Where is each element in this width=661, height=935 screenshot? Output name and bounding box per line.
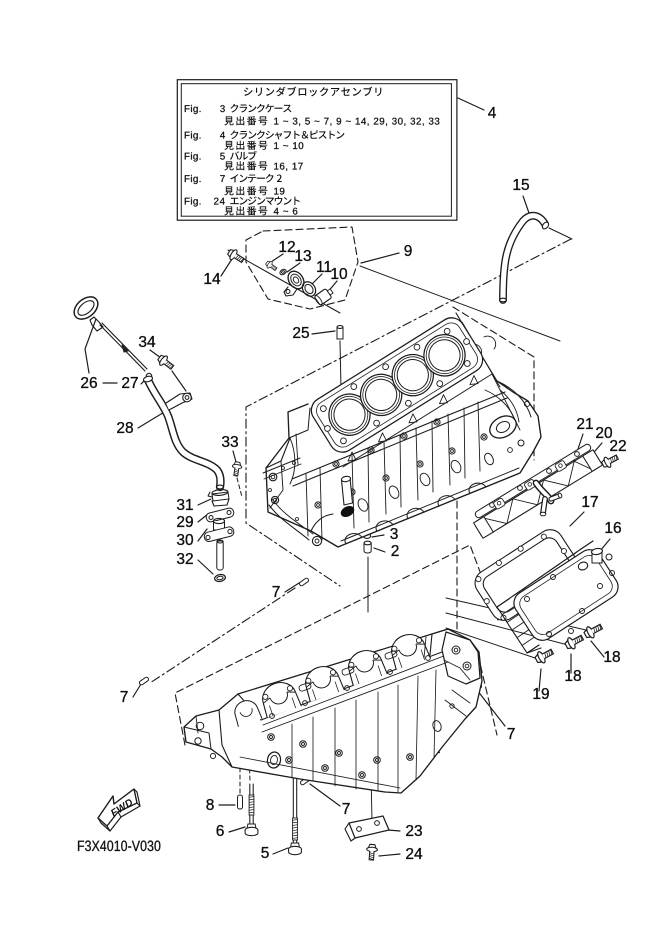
svg-text:29: 29 xyxy=(176,514,193,531)
svg-text:30: 30 xyxy=(176,532,194,549)
svg-text:5: 5 xyxy=(261,845,270,862)
svg-text:28: 28 xyxy=(116,420,133,437)
svg-text:11: 11 xyxy=(316,259,332,276)
svg-text:19: 19 xyxy=(532,686,549,703)
svg-text:33: 33 xyxy=(221,434,238,451)
svg-text:23: 23 xyxy=(405,823,422,840)
svg-text:7: 7 xyxy=(507,726,516,743)
svg-text:7: 7 xyxy=(120,689,129,706)
svg-text:7: 7 xyxy=(342,801,351,818)
svg-text:12: 12 xyxy=(278,239,295,256)
svg-text:4: 4 xyxy=(488,105,497,122)
svg-text:26: 26 xyxy=(80,375,97,392)
svg-text:18: 18 xyxy=(603,649,620,666)
svg-text:24: 24 xyxy=(405,846,423,863)
svg-text:10: 10 xyxy=(330,266,348,283)
svg-text:20: 20 xyxy=(595,425,613,442)
svg-text:15: 15 xyxy=(512,177,529,194)
svg-text:27: 27 xyxy=(121,375,138,392)
svg-text:6: 6 xyxy=(216,823,225,840)
svg-text:22: 22 xyxy=(609,438,626,455)
svg-text:17: 17 xyxy=(581,494,598,511)
svg-text:2: 2 xyxy=(391,543,400,560)
svg-text:16: 16 xyxy=(604,520,621,537)
svg-text:21: 21 xyxy=(576,416,593,433)
svg-text:18: 18 xyxy=(564,668,581,685)
svg-text:31: 31 xyxy=(176,497,193,514)
svg-text:34: 34 xyxy=(138,334,156,351)
svg-text:3: 3 xyxy=(390,526,399,543)
svg-text:32: 32 xyxy=(176,551,193,568)
svg-text:7: 7 xyxy=(272,584,281,601)
svg-text:9: 9 xyxy=(404,243,413,260)
svg-text:25: 25 xyxy=(292,325,309,342)
svg-text:13: 13 xyxy=(294,248,311,265)
svg-text:8: 8 xyxy=(206,797,215,814)
svg-text:14: 14 xyxy=(203,271,221,288)
